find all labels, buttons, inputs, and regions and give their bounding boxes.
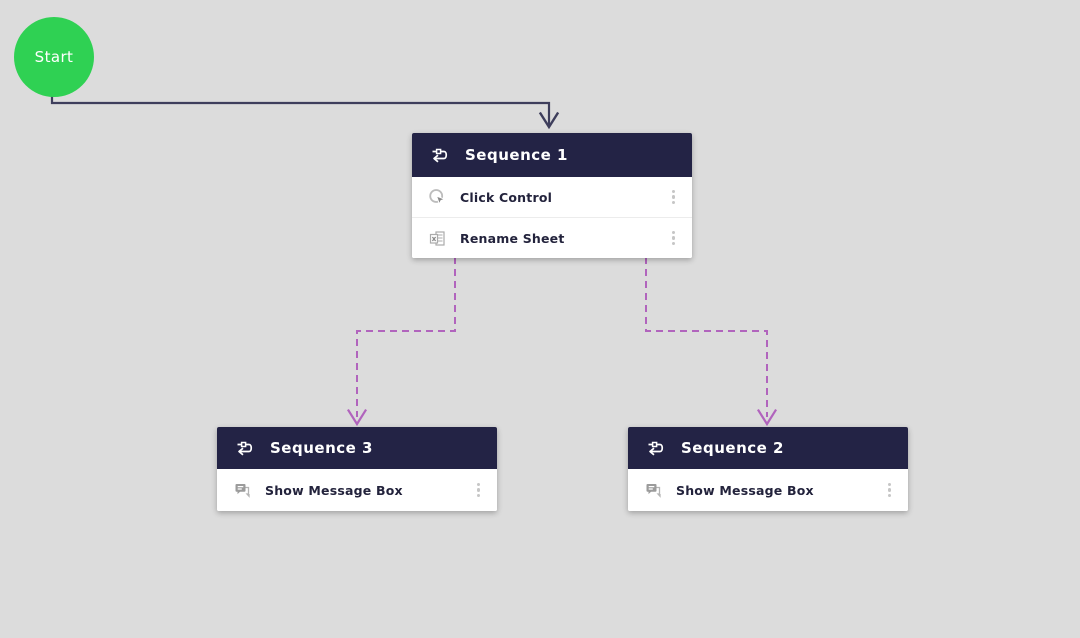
node-sequence-1-header[interactable]: Sequence 1 xyxy=(412,133,692,177)
node-sequence-1[interactable]: Sequence 1 Click Control xyxy=(412,133,692,258)
activity-label: Click Control xyxy=(460,189,553,205)
connector-sequence1-to-sequence2[interactable] xyxy=(645,257,778,427)
connector-sequence1-to-sequence3[interactable] xyxy=(346,257,456,427)
sequence-icon xyxy=(428,145,450,165)
activity-row-show-message-box[interactable]: Show Message Box xyxy=(217,469,497,511)
activity-row-click-control[interactable]: Click Control xyxy=(412,177,692,217)
activity-label: Show Message Box xyxy=(265,482,403,498)
node-title: Sequence 2 xyxy=(681,439,784,457)
activity-label: Show Message Box xyxy=(676,482,814,498)
node-sequence-3[interactable]: Sequence 3 Show Message Box xyxy=(217,427,497,511)
node-title: Sequence 1 xyxy=(465,146,568,164)
sequence-icon xyxy=(233,438,255,458)
arrow-down-chevron xyxy=(346,408,368,427)
start-node[interactable]: Start xyxy=(14,17,94,97)
node-title: Sequence 3 xyxy=(270,439,373,457)
activity-label: Rename Sheet xyxy=(460,230,565,246)
mouse-click-icon xyxy=(427,187,447,207)
node-sequence-2-header[interactable]: Sequence 2 xyxy=(628,427,908,469)
arrow-down-chevron xyxy=(756,408,778,427)
kebab-menu-icon[interactable] xyxy=(667,186,681,209)
message-bubbles-icon xyxy=(643,480,663,500)
sequence-icon xyxy=(644,438,666,458)
activity-row-show-message-box[interactable]: Show Message Box xyxy=(628,469,908,511)
connector-start-to-sequence1[interactable] xyxy=(50,96,560,130)
activity-row-rename-sheet[interactable]: Rename Sheet xyxy=(412,217,692,258)
start-node-label: Start xyxy=(34,48,74,66)
excel-sheet-icon xyxy=(427,228,447,248)
arrow-down-chevron xyxy=(538,111,560,130)
kebab-menu-icon[interactable] xyxy=(883,479,897,502)
node-sequence-3-header[interactable]: Sequence 3 xyxy=(217,427,497,469)
message-bubbles-icon xyxy=(232,480,252,500)
kebab-menu-icon[interactable] xyxy=(472,479,486,502)
kebab-menu-icon[interactable] xyxy=(667,227,681,250)
node-sequence-2[interactable]: Sequence 2 Show Message Box xyxy=(628,427,908,511)
